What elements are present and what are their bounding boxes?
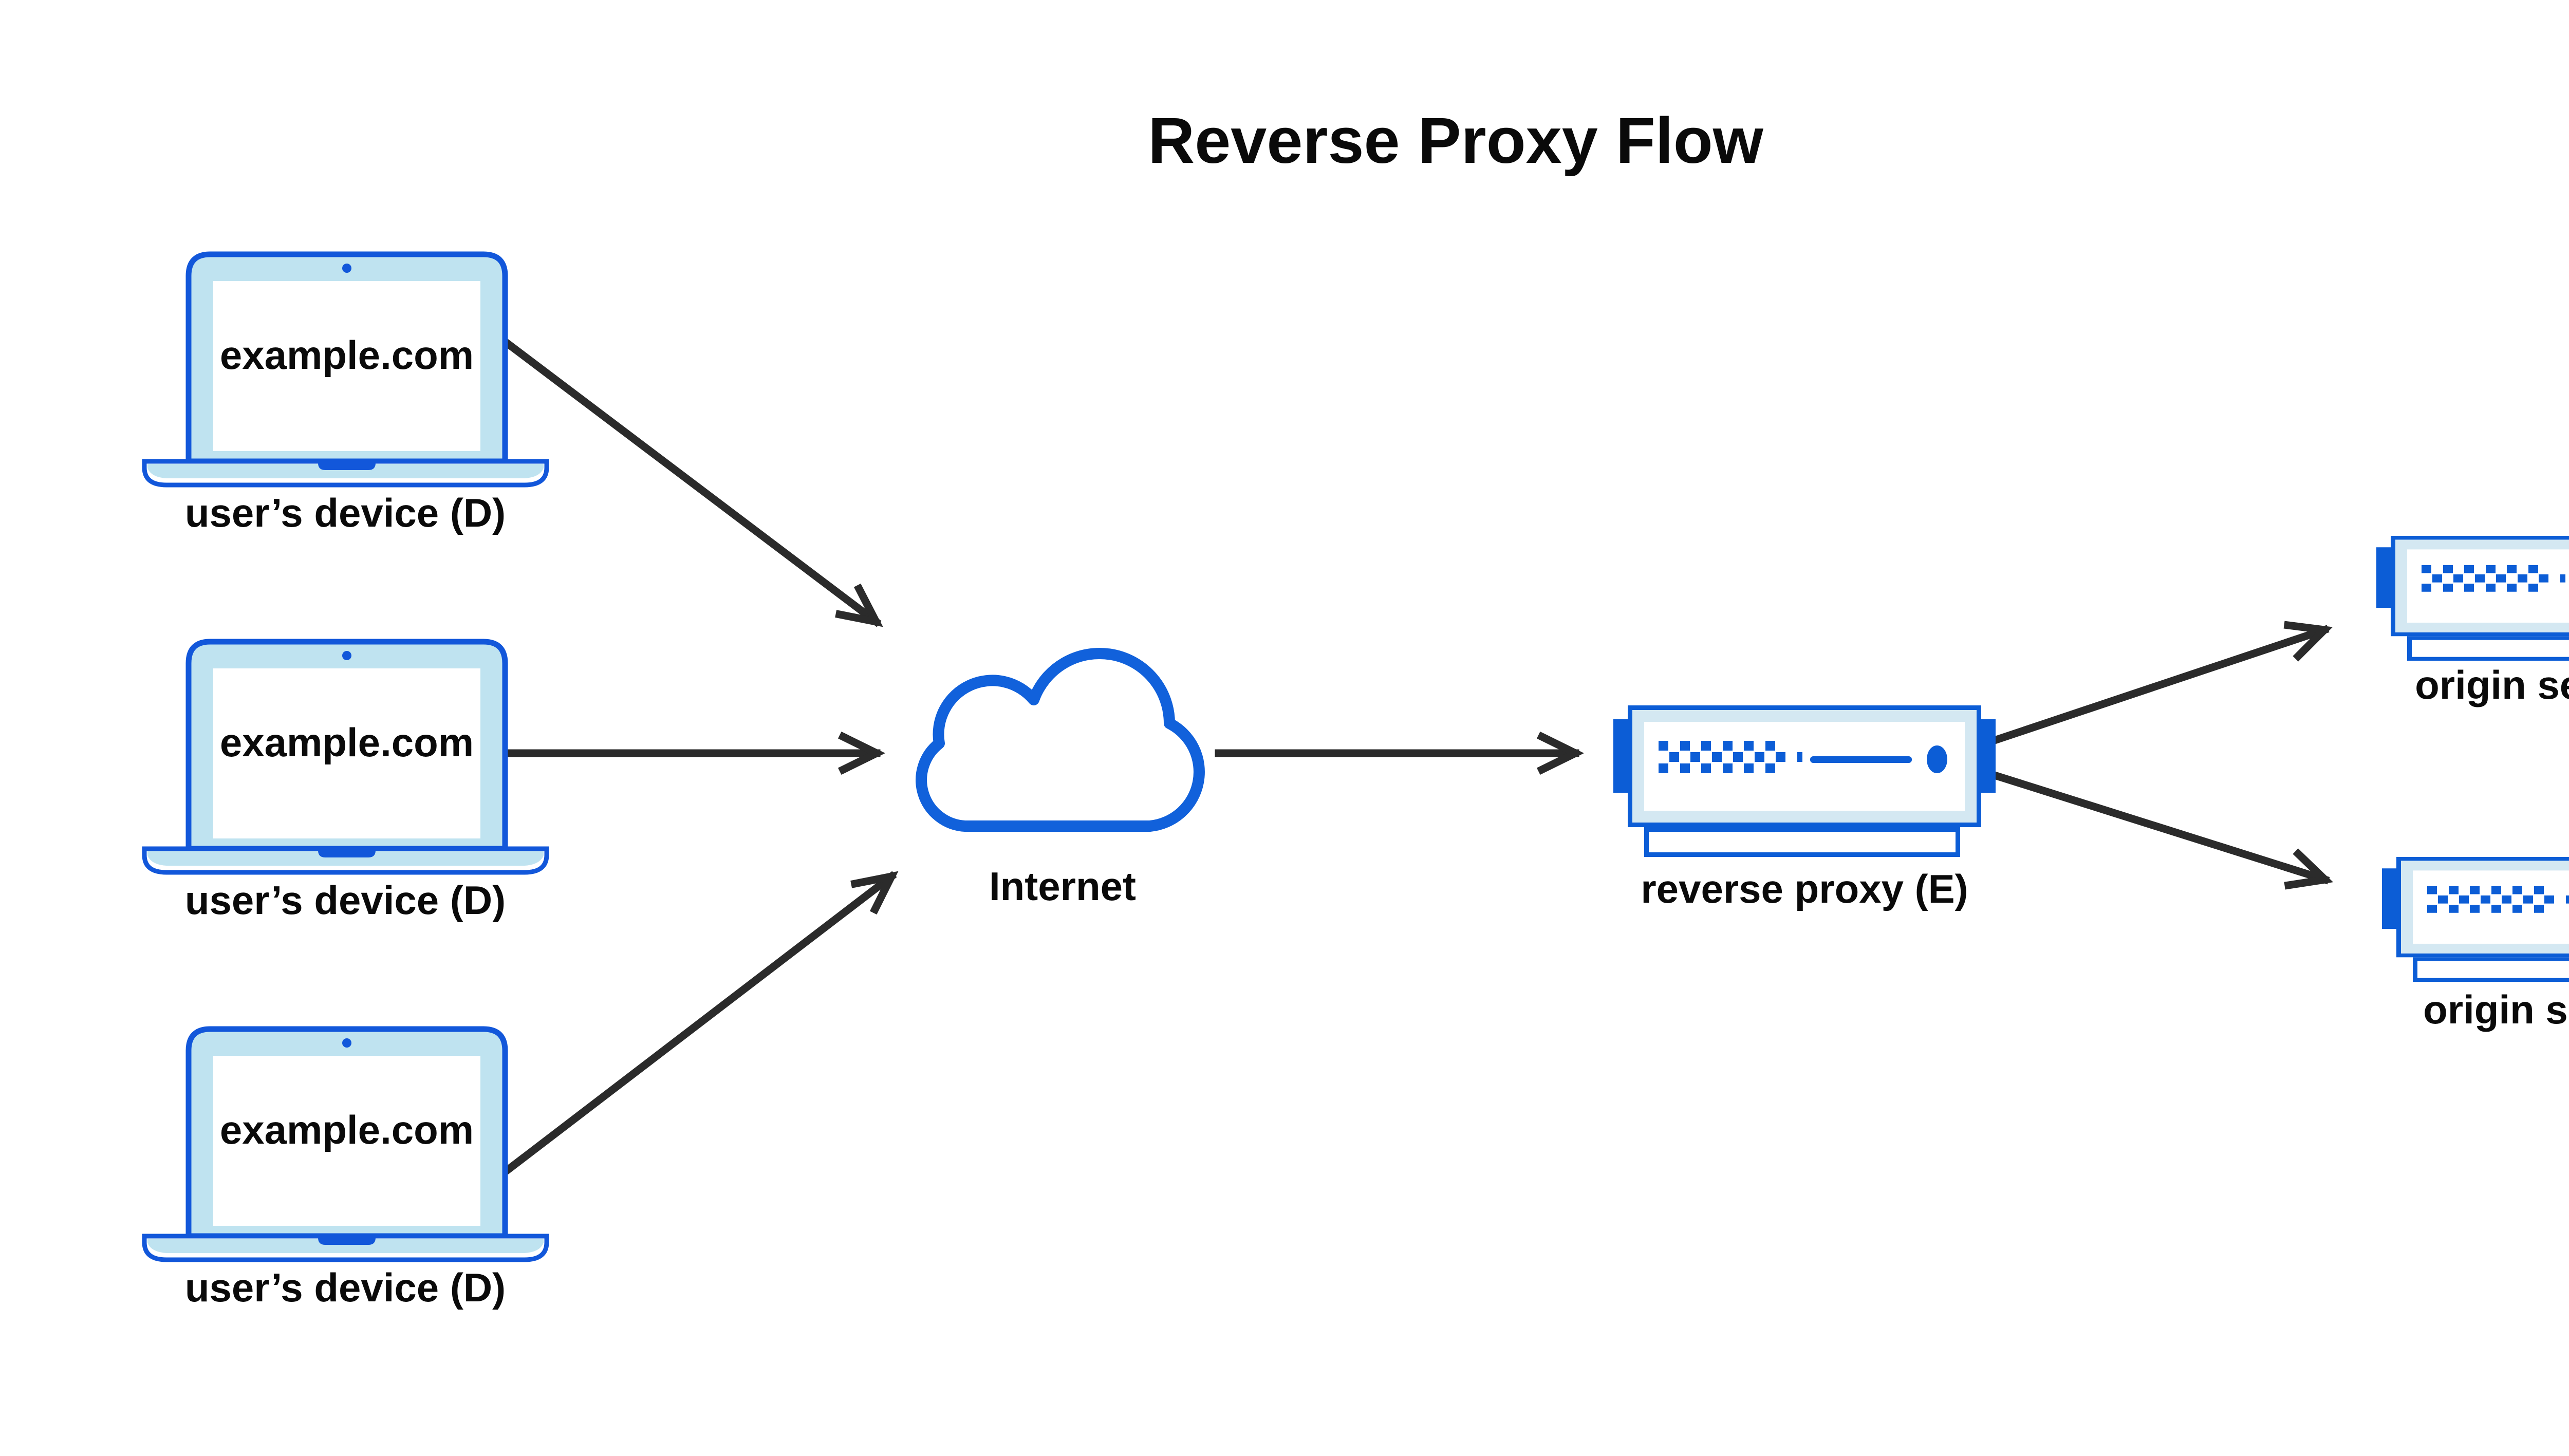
device-node-2: example.com user’s device (D): [144, 642, 547, 923]
origin-server-node-1: origin server (F): [2376, 536, 2569, 707]
rack-server-icon: [2382, 857, 2569, 982]
arrow-device-1-to-internet: [499, 336, 883, 627]
origin-server-node-2: origin server (F): [2382, 857, 2569, 1032]
origin-server-label: origin server (F): [2415, 662, 2569, 707]
arrow-proxy-to-origin-2: [1988, 770, 2334, 890]
cloud-icon: [916, 648, 1205, 832]
device-caption: user’s device (D): [185, 1265, 506, 1310]
rack-server-icon: [2376, 536, 2569, 661]
device-node-3: example.com user’s device (D): [144, 1029, 547, 1310]
device-screen-label: example.com: [220, 720, 474, 765]
connector-arrows: [499, 336, 2334, 1178]
rack-server-icon: [1613, 705, 1996, 857]
arrow-device-2-to-internet: [501, 731, 885, 775]
device-screen-label: example.com: [220, 332, 474, 378]
reverse-proxy-label: reverse proxy (E): [1641, 866, 1968, 911]
arrow-proxy-to-origin-1: [1988, 621, 2333, 746]
device-caption: user’s device (D): [185, 490, 506, 535]
internet-node: Internet: [916, 648, 1205, 909]
diagram-title: Reverse Proxy Flow: [1148, 104, 1764, 177]
device-caption: user’s device (D): [185, 878, 506, 923]
arrow-internet-to-proxy: [1215, 731, 1584, 775]
device-screen-label: example.com: [220, 1107, 474, 1152]
reverse-proxy-node: reverse proxy (E): [1613, 705, 1996, 911]
device-node-1: example.com user’s device (D): [144, 254, 547, 535]
arrow-device-3-to-internet: [499, 871, 899, 1178]
origin-server-label: origin server (F): [2423, 987, 2569, 1032]
internet-label: Internet: [989, 864, 1136, 909]
